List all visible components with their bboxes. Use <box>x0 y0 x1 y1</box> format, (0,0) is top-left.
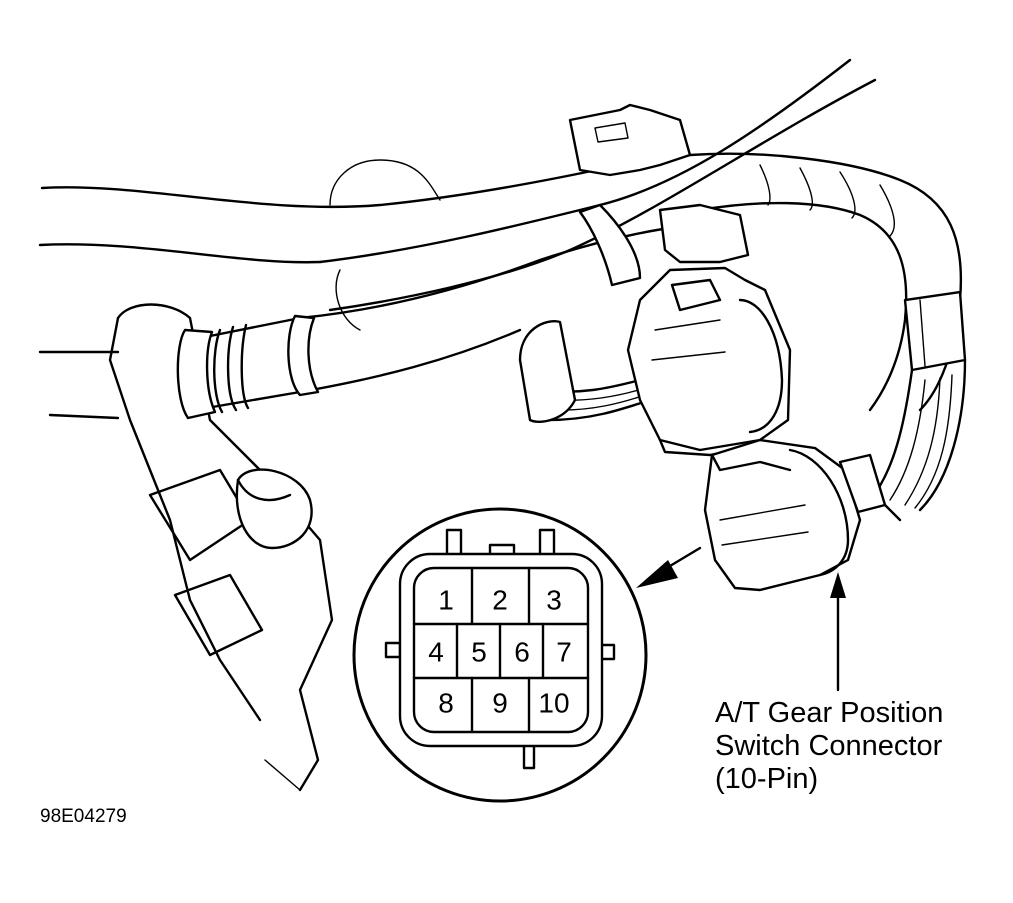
callout-line-2: Switch Connector <box>715 730 943 762</box>
pin-2: 2 <box>492 585 508 616</box>
callout-arrow <box>830 572 846 692</box>
pin-8: 8 <box>438 688 454 719</box>
pin-7: 7 <box>556 637 572 668</box>
callout-label: A/T Gear Position Switch Connector (10-P… <box>715 697 943 795</box>
mating-connector <box>626 203 792 457</box>
hose <box>38 58 877 420</box>
pin-10: 10 <box>538 688 569 719</box>
pin-1: 1 <box>438 585 454 616</box>
callout-line-1: A/T Gear Position <box>715 697 943 729</box>
callout-line-3: (10-Pin) <box>715 763 818 795</box>
connector-detail: 1 2 3 4 5 6 7 8 9 10 <box>352 507 648 803</box>
pin-4: 4 <box>428 637 444 668</box>
pin-grid <box>412 566 590 734</box>
pin-9: 9 <box>492 688 508 719</box>
mounting-bracket <box>38 303 334 792</box>
figure-id: 98E04279 <box>40 806 127 827</box>
gear-position-switch-connector <box>703 438 902 592</box>
detail-arrow <box>636 546 702 588</box>
pin-6: 6 <box>514 637 530 668</box>
pin-3: 3 <box>546 585 562 616</box>
pin-5: 5 <box>471 637 487 668</box>
